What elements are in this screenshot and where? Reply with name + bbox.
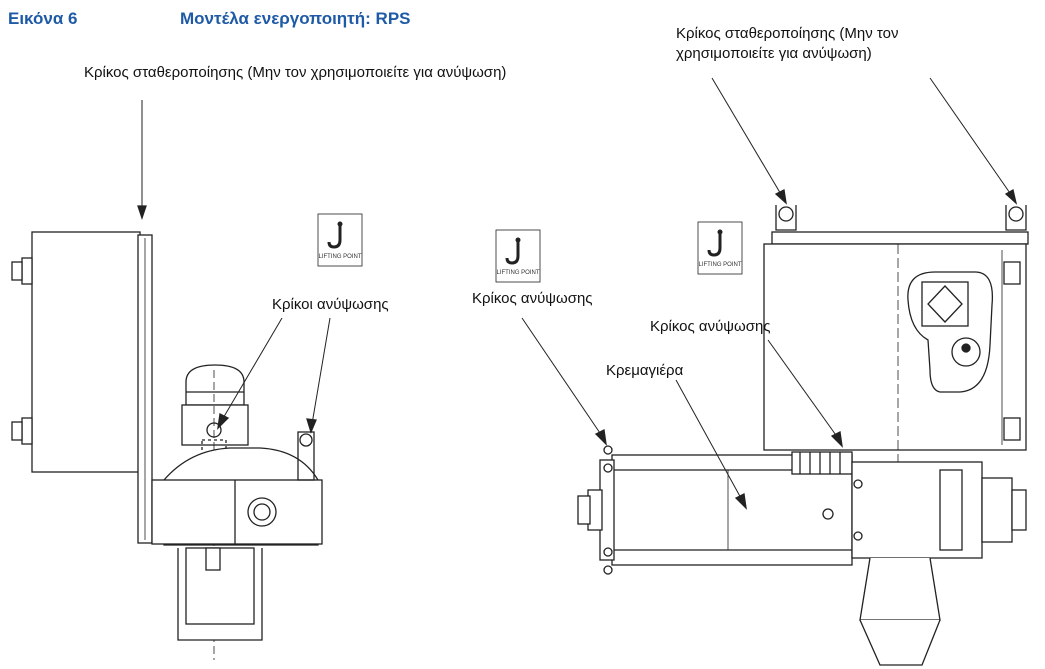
lifting-point-caption: LIFTING POINT (496, 270, 539, 276)
lifting-hook-icon: LIFTING POINT (697, 221, 743, 275)
stabilization-ring-label-left: Κρίκος σταθεροποίησης (Μην τον χρησιμοπο… (84, 64, 507, 81)
lifting-ring-label-right: Κρίκος ανύψωσης (650, 318, 771, 335)
lifting-hook-icon: LIFTING POINT (495, 229, 541, 283)
figure-label: Εικόνα 6 (8, 9, 78, 28)
lifting-point-caption: LIFTING POINT (698, 262, 741, 268)
figure-title: Μοντέλα ενεργοποιητή: RPS (180, 9, 411, 28)
lifting-ring-label-center: Κρίκος ανύψωσης (472, 290, 593, 307)
rack-label: Κρεμαγιέρα (606, 362, 684, 379)
stabilization-ring-label-right: Κρίκος σταθεροποίησης (Μην τον χρησιμοπο… (676, 25, 899, 62)
lifting-point-caption: LIFTING POINT (318, 254, 361, 260)
left-actuator (11, 100, 331, 660)
lifting-hook-icon: LIFTING POINT (317, 213, 363, 267)
right-actuator (521, 77, 1029, 666)
lifting-rings-label: Κρίκοι ανύψωσης (272, 296, 389, 313)
